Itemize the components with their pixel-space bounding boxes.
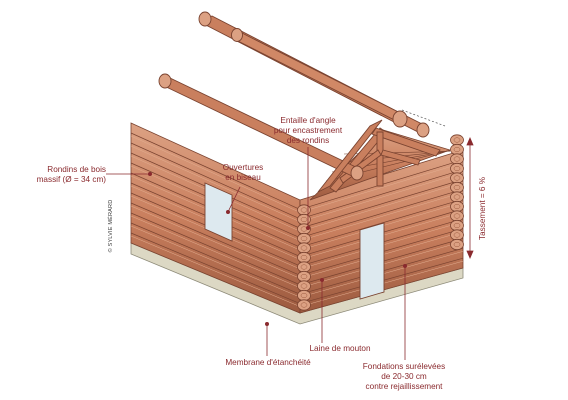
leader-lines (106, 136, 474, 360)
log-seam (299, 172, 464, 223)
log-ring (453, 194, 461, 200)
log-seam (299, 192, 464, 241)
log-seam (299, 169, 464, 220)
log-ring (300, 207, 308, 213)
label-entaille: Entaille d'angle pour encastrement des r… (266, 116, 350, 146)
roof-logs (158, 11, 430, 193)
log-end (450, 153, 464, 165)
log-end (450, 172, 464, 184)
log-seam (130, 135, 301, 213)
log-ring (453, 137, 461, 143)
log-seam (130, 215, 301, 288)
label-fondations-line2: de 20-30 cm (381, 372, 427, 381)
log-end (450, 229, 464, 241)
label-fondations-line1: Fondations surélevées (362, 362, 446, 371)
log-seam (130, 205, 301, 279)
log-seam (130, 202, 301, 276)
log-ring (453, 184, 461, 191)
label-rondins-line1: Rondins de bois (47, 165, 106, 174)
log-ring (453, 146, 461, 153)
label-ouvertures: Ouvertures en biseau (216, 163, 270, 183)
log-seam (130, 225, 301, 298)
corner-log-ends (297, 204, 311, 311)
log-end (450, 134, 464, 146)
log-end (297, 299, 311, 311)
log-seam (130, 235, 301, 307)
log-seam (299, 162, 464, 213)
label-fondations-line3: contre rejaillissement (365, 382, 443, 391)
log-seam (130, 232, 301, 304)
log-ring (300, 216, 308, 223)
log-seam (299, 198, 464, 248)
log-seam (299, 179, 464, 229)
label-entaille-line1: Entaille d'angle (280, 116, 336, 125)
log-ring (300, 254, 308, 261)
log-end (297, 204, 311, 216)
log-end (450, 181, 464, 194)
log-end (450, 191, 464, 203)
label-ouvertures-line2: en biseau (225, 173, 261, 182)
log-end (297, 232, 311, 245)
log-end (297, 213, 311, 226)
log-ring (453, 165, 461, 172)
log-seam (130, 222, 301, 295)
label-ouvertures-line1: Ouvertures (222, 163, 264, 172)
log-ring (300, 292, 308, 299)
door-opening (359, 222, 385, 300)
log-ring (453, 222, 461, 229)
log-ring (300, 235, 308, 242)
window-opening (204, 182, 233, 242)
log-seam (130, 142, 301, 220)
label-entaille-line2: pour encastrement (273, 126, 343, 135)
log-ring (453, 175, 461, 181)
log-ring (453, 241, 461, 248)
log-ring (453, 213, 461, 219)
log-seam (299, 182, 464, 232)
log-end (450, 200, 464, 213)
log-ring (300, 273, 308, 280)
label-membrane: Membrane d'étanchéité (225, 358, 311, 367)
label-rondins: Rondins de bois massif (Ø = 34 cm) (14, 165, 106, 185)
log-seam (130, 145, 301, 223)
log-end (297, 289, 311, 302)
log-end (450, 238, 464, 251)
log-end (450, 219, 464, 232)
log-ring (300, 245, 308, 251)
log-ring (300, 302, 308, 308)
log-end (297, 251, 311, 264)
log-seam (130, 212, 301, 286)
log-end (450, 143, 464, 156)
label-laine: Laine de mouton (309, 344, 371, 353)
log-end (297, 280, 311, 292)
log-seam (130, 132, 301, 210)
log-ring (453, 156, 461, 162)
log-ring (300, 283, 308, 289)
log-end (450, 210, 464, 222)
corner-log-ends-right (450, 134, 464, 251)
log-end (297, 270, 311, 283)
label-entaille-line3: des rondins (286, 136, 330, 145)
log-ring (453, 203, 461, 210)
label-fondations: Fondations surélevées de 20-30 cm contre… (354, 362, 454, 392)
log-end (297, 261, 311, 273)
label-tassement: Tassement = 6 % (478, 176, 487, 240)
log-end (450, 162, 464, 175)
log-ring (300, 264, 308, 270)
log-ring (453, 232, 461, 238)
log-seam (299, 188, 464, 239)
image-credit: © SYLVIE MÉRARD (108, 199, 114, 253)
label-rondins-line2: massif (Ø = 34 cm) (36, 175, 106, 184)
log-end (297, 242, 311, 254)
